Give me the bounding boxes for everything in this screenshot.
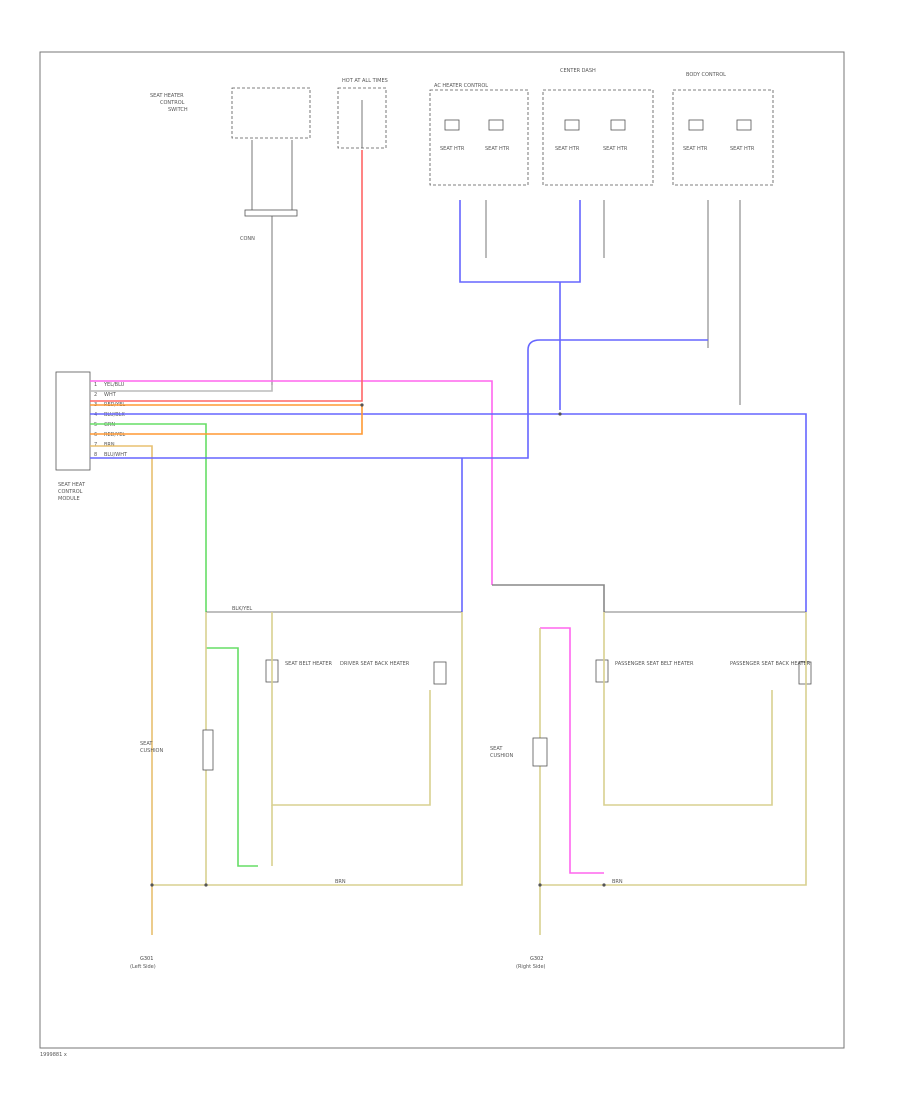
ground-right-sub: (Right Side)	[516, 964, 546, 970]
wire-blue-ac	[459, 258, 581, 283]
svg-text:CUSHION: CUSHION	[490, 753, 513, 759]
svg-text:SEAT: SEAT	[140, 741, 153, 747]
wire-label-1: YEL/BLU	[103, 382, 125, 388]
module-ac-label: AC HEATER CONTROL	[434, 83, 488, 89]
splice-dots	[150, 403, 606, 887]
wire-label-5: GRN	[104, 422, 115, 428]
module-body-label: BODY CONTROL	[686, 72, 726, 78]
wire-gray-mid	[492, 584, 605, 612]
wire-blue-lower	[90, 339, 708, 459]
pin-label-2: 2	[94, 392, 97, 398]
left-assembly: BLK/YEL SEAT BELT HEATER DRIVER SEAT BAC…	[140, 606, 463, 886]
right-assembly: PASSENGER SEAT BELT HEATER PASSENGER SEA…	[490, 611, 812, 935]
left-motor-label: DRIVER SEAT BACK HEATER	[340, 661, 410, 667]
svg-text:CONTROL: CONTROL	[58, 489, 83, 495]
wire-label-2: WHT	[104, 392, 117, 398]
svg-text:SEAT HTR: SEAT HTR	[440, 146, 465, 152]
left-heater-label: SEAT BELT HEATER	[285, 661, 333, 667]
wire-green	[90, 423, 207, 612]
pin-label-4: 4	[94, 412, 97, 418]
ground-right: G302 (Right Side)	[516, 956, 546, 970]
diagram-frame	[39, 51, 845, 1049]
svg-text:BRN: BRN	[612, 879, 623, 885]
wire-blue-main	[90, 413, 807, 612]
svg-text:CONTROL: CONTROL	[160, 100, 185, 106]
ground-left: G301 (Left Side)	[130, 956, 156, 970]
svg-text:SEAT HTR: SEAT HTR	[683, 146, 708, 152]
wire-orange-2	[90, 405, 363, 435]
pin-label-1: 1	[94, 382, 97, 388]
svg-text:SWITCH: SWITCH	[168, 107, 188, 113]
svg-text:BLK/YEL: BLK/YEL	[232, 606, 252, 612]
svg-text:BRN: BRN	[335, 879, 346, 885]
module-center-label: CENTER DASH	[560, 68, 596, 74]
right-heater-label: PASSENGER SEAT BELT HEATER	[615, 661, 694, 667]
pin-label-7: 7	[94, 442, 97, 448]
main-connector: SEAT HEAT CONTROL MODULE	[55, 371, 91, 502]
wire-label-6: RED/YEL	[104, 432, 125, 438]
wire-gray-top	[90, 385, 273, 392]
footer-code: 1999881 x	[40, 1052, 67, 1058]
wire-label-4: BLU/BLK	[104, 412, 126, 418]
pin-label-5: 5	[94, 422, 97, 428]
svg-text:CONN: CONN	[240, 236, 255, 242]
wire-red	[90, 150, 363, 402]
ground-left-title: G301	[140, 956, 153, 962]
fuse-block: HOT AT ALL TIMES	[337, 78, 388, 149]
module-ac: AC HEATER CONTROL SEAT HTR SEAT HTR	[429, 83, 529, 258]
module-body: BODY CONTROL SEAT HTR SEAT HTR	[672, 72, 774, 405]
svg-text:SEAT HTR: SEAT HTR	[555, 146, 580, 152]
ground-left-sub: (Left Side)	[130, 964, 156, 970]
svg-text:SEAT HTR: SEAT HTR	[485, 146, 510, 152]
svg-text:SEAT HEAT: SEAT HEAT	[58, 482, 86, 488]
module-center: CENTER DASH SEAT HTR SEAT HTR	[542, 68, 654, 258]
wire-label-8: BLU/WHT	[104, 452, 128, 458]
wire-label-7: BRN	[104, 442, 115, 448]
pin-label-6: 6	[94, 432, 97, 438]
fuse-label: HOT AT ALL TIMES	[342, 78, 388, 84]
svg-text:CUSHION: CUSHION	[140, 748, 163, 754]
top-left-switch-group: SEAT HEATER CONTROL SWITCH CONN	[150, 87, 311, 385]
pin-label-8: 8	[94, 452, 97, 458]
svg-text:MODULE: MODULE	[58, 496, 80, 502]
svg-text:SEAT HEATER: SEAT HEATER	[150, 93, 184, 99]
svg-text:SEAT HTR: SEAT HTR	[730, 146, 755, 152]
ground-right-title: G302	[530, 956, 543, 962]
svg-text:SEAT: SEAT	[490, 746, 503, 752]
right-motor-label: PASSENGER SEAT BACK HEATER	[730, 661, 811, 667]
wire-tan-left	[90, 445, 153, 935]
wire-pink	[90, 380, 493, 585]
svg-text:SEAT HTR: SEAT HTR	[603, 146, 628, 152]
